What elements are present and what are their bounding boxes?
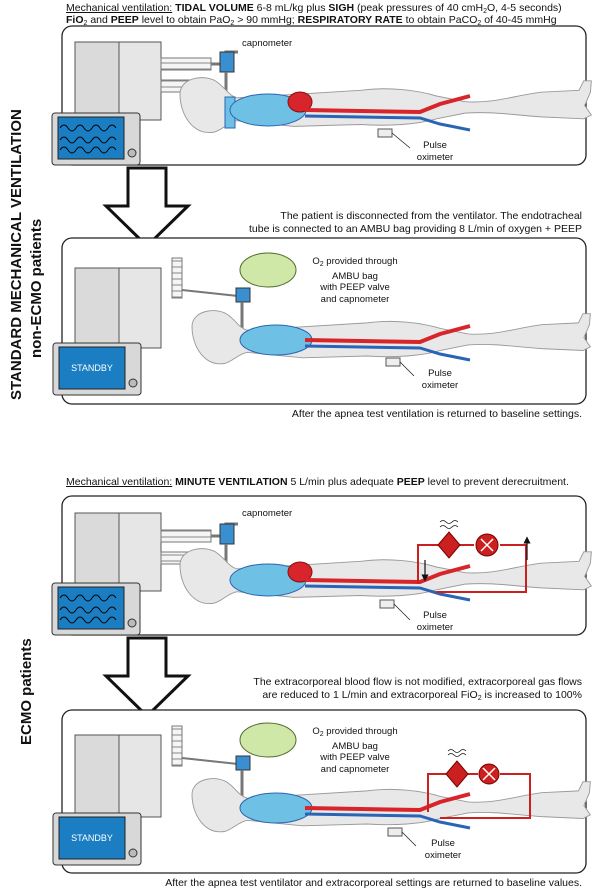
ventilator-1 [74, 41, 212, 121]
ventilator-4 [74, 725, 183, 818]
pulse-oximeter-4 [387, 827, 403, 837]
ventilator-2 [74, 257, 183, 349]
monitor-3 [51, 582, 141, 636]
ambu-bag-2 [239, 722, 297, 758]
standby-label-1: STANDBY [71, 363, 113, 373]
o2-text-1: O2 provided through AMBU bag with PEEP v… [312, 256, 398, 305]
ecmo-text-line2: are reduced to 1 L/min and extracorporea… [262, 689, 582, 702]
peep-valve-1 [235, 287, 251, 303]
arrow-down-1 [102, 166, 192, 249]
ventilator-3 [74, 512, 212, 592]
pulse-oximeter-2 [385, 357, 401, 367]
label-oximeter-3: oximeter [416, 622, 454, 633]
lungs-1 [224, 91, 313, 129]
disconnect-text-line2: tube is connected to an AMBU bag providi… [249, 223, 582, 235]
label-capnometer-1: capnometer [242, 38, 293, 49]
section1-header-line2: FiO2 and PEEP level to obtain PaO2 > 90 … [66, 14, 557, 27]
section2-footer: After the apnea test ventilator and extr… [165, 877, 582, 889]
peep-valve-2 [235, 755, 251, 771]
label-oximeter-2: oximeter [421, 380, 459, 391]
capnometer-1 [219, 51, 235, 73]
monitor-4 [52, 812, 142, 866]
label-oximeter-4: oximeter [424, 850, 462, 861]
label-pulse-1: Pulse [423, 140, 447, 151]
capnometer-3 [219, 523, 235, 545]
section1-header-line1: Mechanical ventilation: TIDAL VOLUME 6-8… [66, 2, 562, 15]
label-oximeter-1: oximeter [416, 152, 454, 163]
pulse-oximeter-3 [379, 599, 395, 609]
section1-footer: After the apnea test ventilation is retu… [291, 408, 582, 420]
section2-header-line1: Mechanical ventilation: MINUTE VENTILATI… [66, 476, 569, 488]
ambu-bag-1 [239, 252, 297, 288]
oxygenator-2 [445, 760, 469, 788]
oxygenator-1 [437, 531, 461, 559]
monitor-2 [52, 342, 142, 396]
label-pulse-2: Pulse [428, 368, 452, 379]
disconnect-text-line1: The patient is disconnected from the ven… [280, 210, 582, 222]
label-pulse-3: Pulse [423, 610, 447, 621]
side-title-1: STANDARD MECHANICAL VENTILATION [8, 109, 25, 400]
label-capnometer-3: capnometer [242, 508, 293, 519]
side-title-2: ECMO patients [18, 638, 35, 745]
ecmo-circuit-2 [427, 773, 531, 819]
monitor-1 [51, 112, 141, 166]
o2-text-2: O2 provided through AMBU bag with PEEP v… [312, 726, 398, 775]
pulse-oximeter-1 [377, 128, 393, 138]
ecmo-text-line1: The extracorporeal blood flow is not mod… [253, 676, 582, 688]
label-pulse-4: Pulse [431, 838, 455, 849]
standby-label-2: STANDBY [71, 833, 113, 843]
side-subtitle-1: non-ECMO patients [28, 218, 45, 358]
ecmo-circuit-1 [417, 544, 527, 593]
arrow-down-2 [102, 636, 192, 719]
